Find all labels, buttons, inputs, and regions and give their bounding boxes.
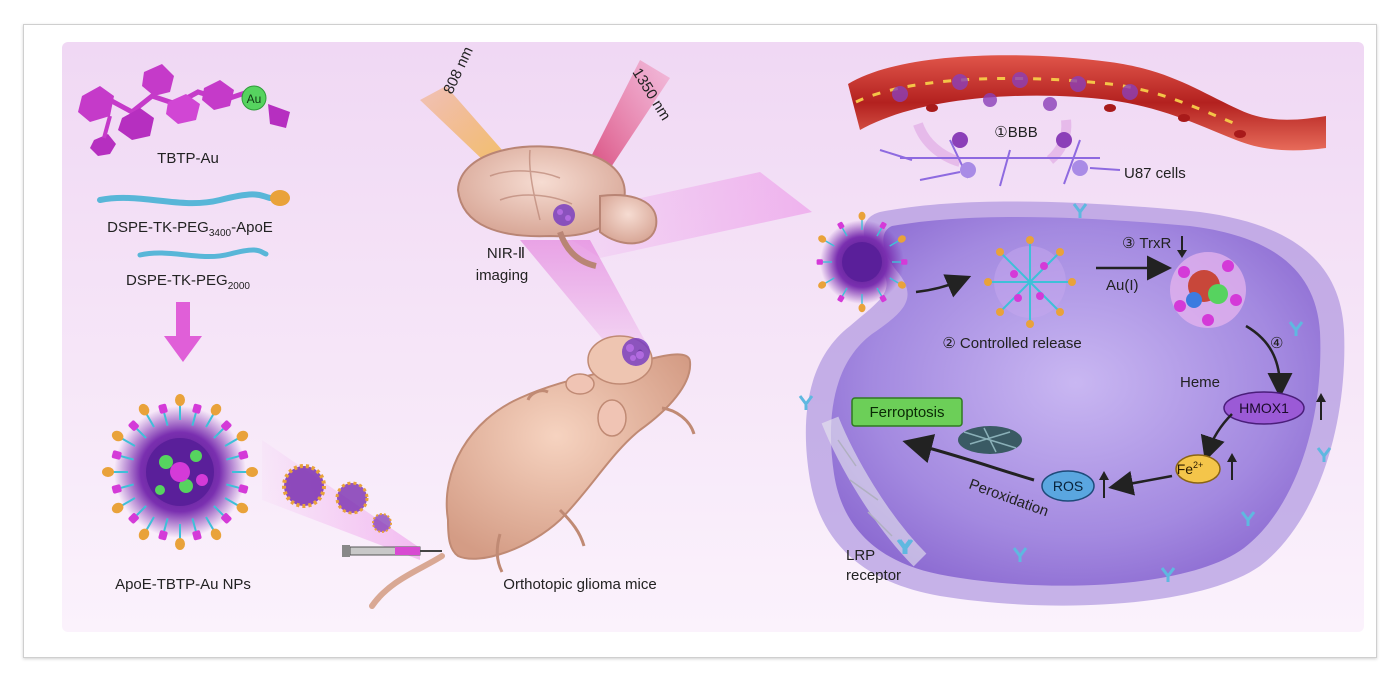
lrp-legend-icon xyxy=(898,539,914,554)
au-atom-label: Au xyxy=(247,92,262,106)
apoe-tbtp-au-nanoparticle xyxy=(101,393,259,551)
dspe-2000-text: DSPE-TK-PEG xyxy=(126,272,228,289)
dspe-2000-subscript: 2000 xyxy=(228,281,251,292)
ros-up-arrow xyxy=(1099,471,1109,498)
trxr-label: ③ TrxR xyxy=(1122,235,1171,252)
dspe-apoe-suffix: -ApoE xyxy=(231,219,273,236)
dspe-apoe-text: DSPE-TK-PEG xyxy=(107,219,209,236)
arrow-heme-fe xyxy=(1200,413,1233,462)
dspe-apoe-label: DSPE-TK-PEG3400-ApoE xyxy=(107,219,273,239)
lrp-label-line2: receptor xyxy=(846,567,901,584)
nanoparticle-label: ApoE-TBTP-Au NPs xyxy=(115,576,251,593)
ferroptosis-label: Ferroptosis xyxy=(869,404,944,421)
released-nanoparticle xyxy=(984,236,1076,328)
lrp-receptors xyxy=(798,203,1332,582)
tbtp-au-label: TBTP-Au xyxy=(157,150,219,167)
bbb-label: ①BBB xyxy=(994,124,1037,141)
u87-neurons xyxy=(879,139,1121,187)
heme-label: Heme xyxy=(1180,374,1220,391)
mice-label: Orthotopic glioma mice xyxy=(503,576,656,593)
nir-imaging-line2: imaging xyxy=(476,267,529,284)
ros-label: ROS xyxy=(1053,478,1083,494)
step-4-label: ④ xyxy=(1270,335,1283,352)
assembly-arrow xyxy=(164,302,202,362)
brain-illustration xyxy=(456,145,658,269)
trxr-complex xyxy=(1170,252,1246,328)
mouse-illustration xyxy=(369,335,696,609)
arrow-peroxidation xyxy=(902,434,1035,482)
fe-label: Fe2+ xyxy=(1177,460,1204,477)
hmox1-label: HMOX1 xyxy=(1239,400,1289,416)
syringe xyxy=(342,545,442,557)
fe-node: Fe2+ xyxy=(1175,454,1221,484)
nir-imaging-line1: NIR-Ⅱ xyxy=(487,245,525,262)
au-i-label: Au(I) xyxy=(1106,277,1139,294)
dspe-2000-chain xyxy=(137,247,269,260)
fe-superscript: 2+ xyxy=(1193,460,1203,470)
arrow-uptake xyxy=(915,274,972,298)
tbtp-au-molecule xyxy=(78,64,290,156)
lrp-label-line1: LRP xyxy=(846,547,875,564)
lipid-cluster xyxy=(958,426,1022,454)
arrow-fe-ros xyxy=(1108,470,1173,496)
hmox1-up-arrow xyxy=(1316,393,1326,420)
entering-nanoparticle xyxy=(815,211,909,313)
injected-nanoparticles xyxy=(282,464,392,533)
ros-node: ROS xyxy=(1041,470,1095,502)
trxr-down-arrow xyxy=(1177,236,1187,258)
arrow-step4 xyxy=(1245,324,1293,398)
hmox1-node: HMOX1 xyxy=(1223,391,1305,425)
ferroptosis-node: Ferroptosis xyxy=(851,397,963,427)
dspe-apoe-chain xyxy=(97,190,290,207)
fe-up-arrow xyxy=(1227,453,1237,480)
fe-text: Fe xyxy=(1177,461,1194,477)
u87-cells-label: U87 cells xyxy=(1124,165,1186,182)
dspe-apoe-subscript: 3400 xyxy=(209,228,232,239)
au-atom: Au xyxy=(241,85,267,111)
blood-vessel xyxy=(848,55,1326,151)
controlled-release-label: ② Controlled release xyxy=(942,335,1081,352)
dspe-2000-label: DSPE-TK-PEG2000 xyxy=(126,272,250,292)
laser-808-label: 808 nm xyxy=(440,44,477,97)
